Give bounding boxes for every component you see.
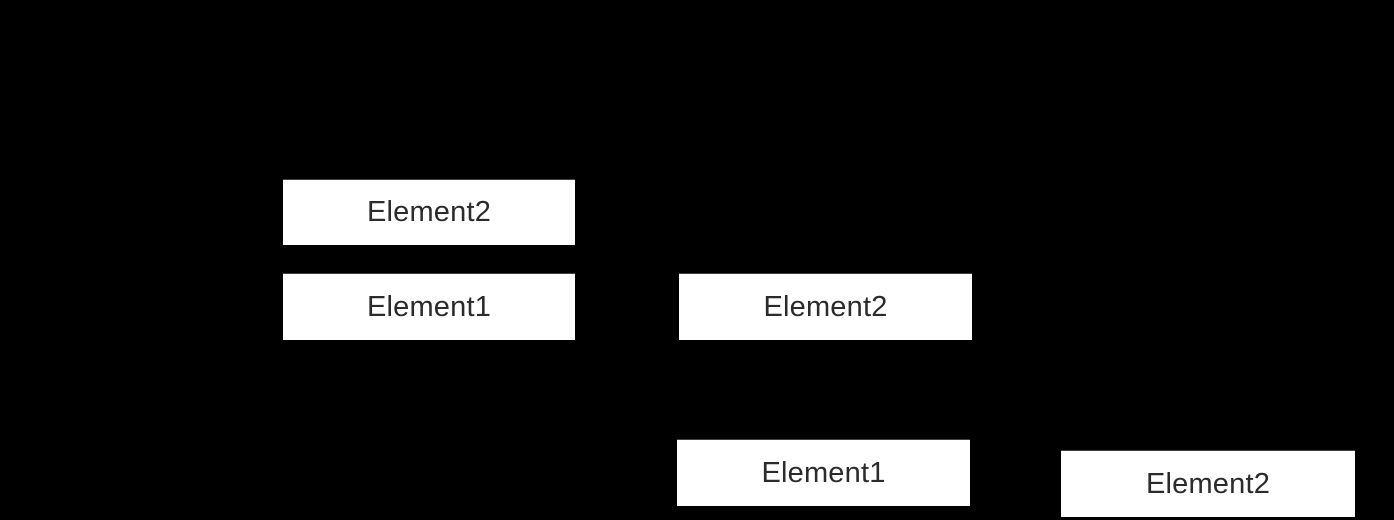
stack2-element1-box: Element1 xyxy=(677,440,970,506)
stack2-element1-label: Element1 xyxy=(761,456,886,489)
stack1-element2-box: Element2 xyxy=(283,180,575,245)
stack3-element2-box: Element2 xyxy=(1061,451,1355,517)
stack1-element2-label: Element2 xyxy=(366,196,492,228)
stack2-element2-label: Element2 xyxy=(763,290,888,323)
stack3-element2-label: Element2 xyxy=(1145,467,1271,500)
stack2-element2-box: Element2 xyxy=(679,274,972,340)
stack1-element1-label: Element1 xyxy=(366,290,492,323)
stack1-element1-box: Element1 xyxy=(283,274,575,340)
